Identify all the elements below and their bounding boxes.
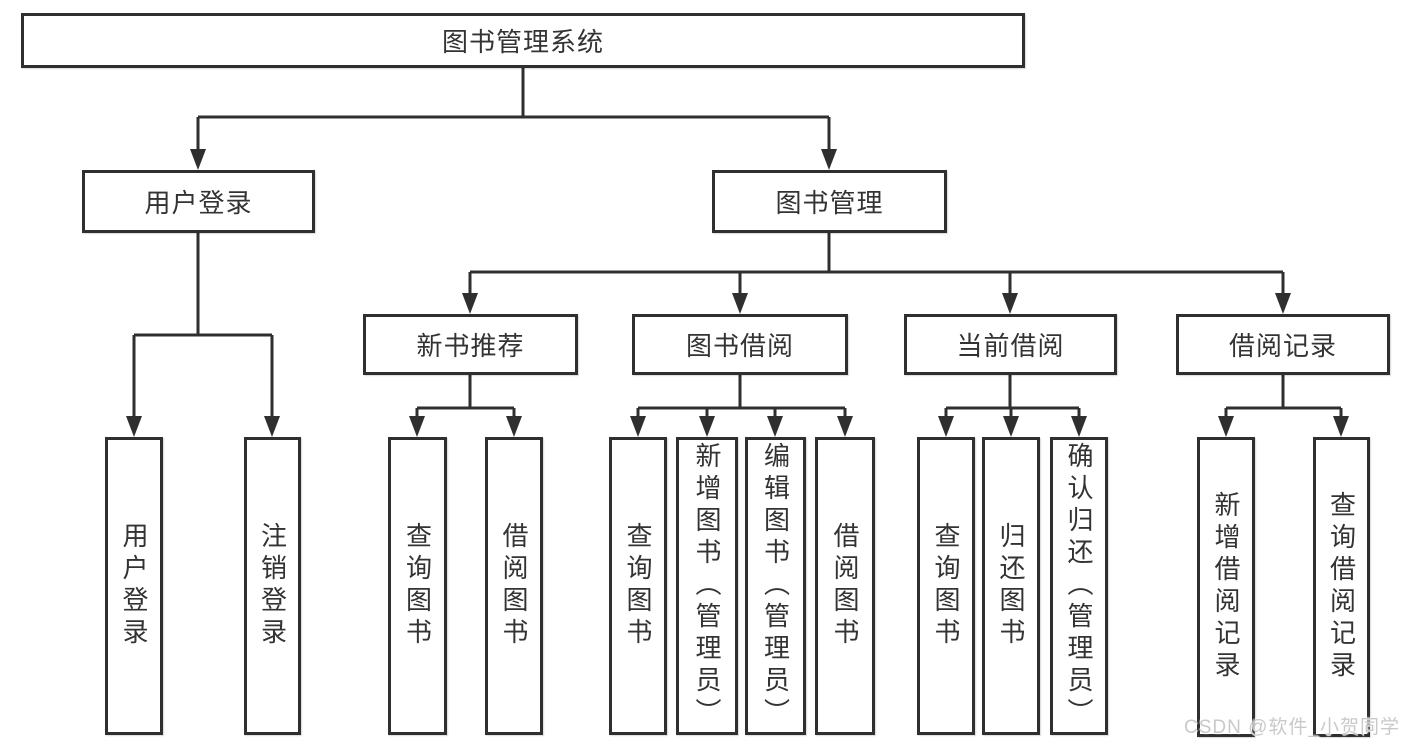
leaf-query-book-current-label: 查询图书 xyxy=(931,522,961,650)
leaf-return-book: 归还图书 xyxy=(982,437,1040,735)
leaf-logout: 注销登录 xyxy=(244,437,301,735)
node-library-system: 图书管理系统 xyxy=(21,13,1025,68)
leaf-query-borrow-record: 查询借阅记录 xyxy=(1313,437,1370,737)
leaf-borrow-book-recommend: 借阅图书 xyxy=(485,437,543,735)
leaf-query-book-current: 查询图书 xyxy=(917,437,975,735)
csdn-watermark: CSDN @软件_小贺同学 xyxy=(1184,717,1400,738)
arrowheads xyxy=(126,149,1349,437)
leaf-user-login-label: 用户登录 xyxy=(119,522,149,650)
node-current-borrow: 当前借阅 xyxy=(904,314,1117,375)
leaf-confirm-return-admin: 确认归还（管理员） xyxy=(1050,437,1108,735)
leaf-edit-book-admin: 编辑图书（管理员） xyxy=(745,437,806,735)
node-borrow-records: 借阅记录 xyxy=(1176,314,1390,375)
leaf-return-book-label: 归还图书 xyxy=(996,522,1026,650)
node-book-borrow: 图书借阅 xyxy=(632,314,848,375)
leaf-query-book-borrow-label: 查询图书 xyxy=(623,522,653,650)
leaf-add-book-admin: 新增图书（管理员） xyxy=(676,437,738,735)
leaf-borrow-book-recommend-label: 借阅图书 xyxy=(499,522,529,650)
leaf-edit-book-admin-label: 编辑图书（管理员） xyxy=(760,442,791,730)
leaf-query-book-recommend-label: 查询图书 xyxy=(402,522,433,650)
leaf-borrow-book: 借阅图书 xyxy=(815,437,875,735)
leaf-add-borrow-record: 新增借阅记录 xyxy=(1197,437,1255,737)
node-book-management: 图书管理 xyxy=(712,170,947,233)
leaf-query-book-borrow: 查询图书 xyxy=(609,437,667,735)
node-user-login: 用户登录 xyxy=(82,170,315,233)
leaf-logout-label: 注销登录 xyxy=(257,522,288,650)
leaf-user-login: 用户登录 xyxy=(105,437,163,735)
leaf-add-book-admin-label: 新增图书（管理员） xyxy=(692,442,722,730)
leaf-query-borrow-record-label: 查询借阅记录 xyxy=(1326,491,1357,683)
leaf-query-book-recommend: 查询图书 xyxy=(388,437,447,735)
leaf-borrow-book-label: 借阅图书 xyxy=(830,522,860,650)
node-new-book-recommend: 新书推荐 xyxy=(363,314,578,375)
leaf-add-borrow-record-label: 新增借阅记录 xyxy=(1211,491,1241,683)
leaf-confirm-return-admin-label: 确认归还（管理员） xyxy=(1064,442,1094,730)
